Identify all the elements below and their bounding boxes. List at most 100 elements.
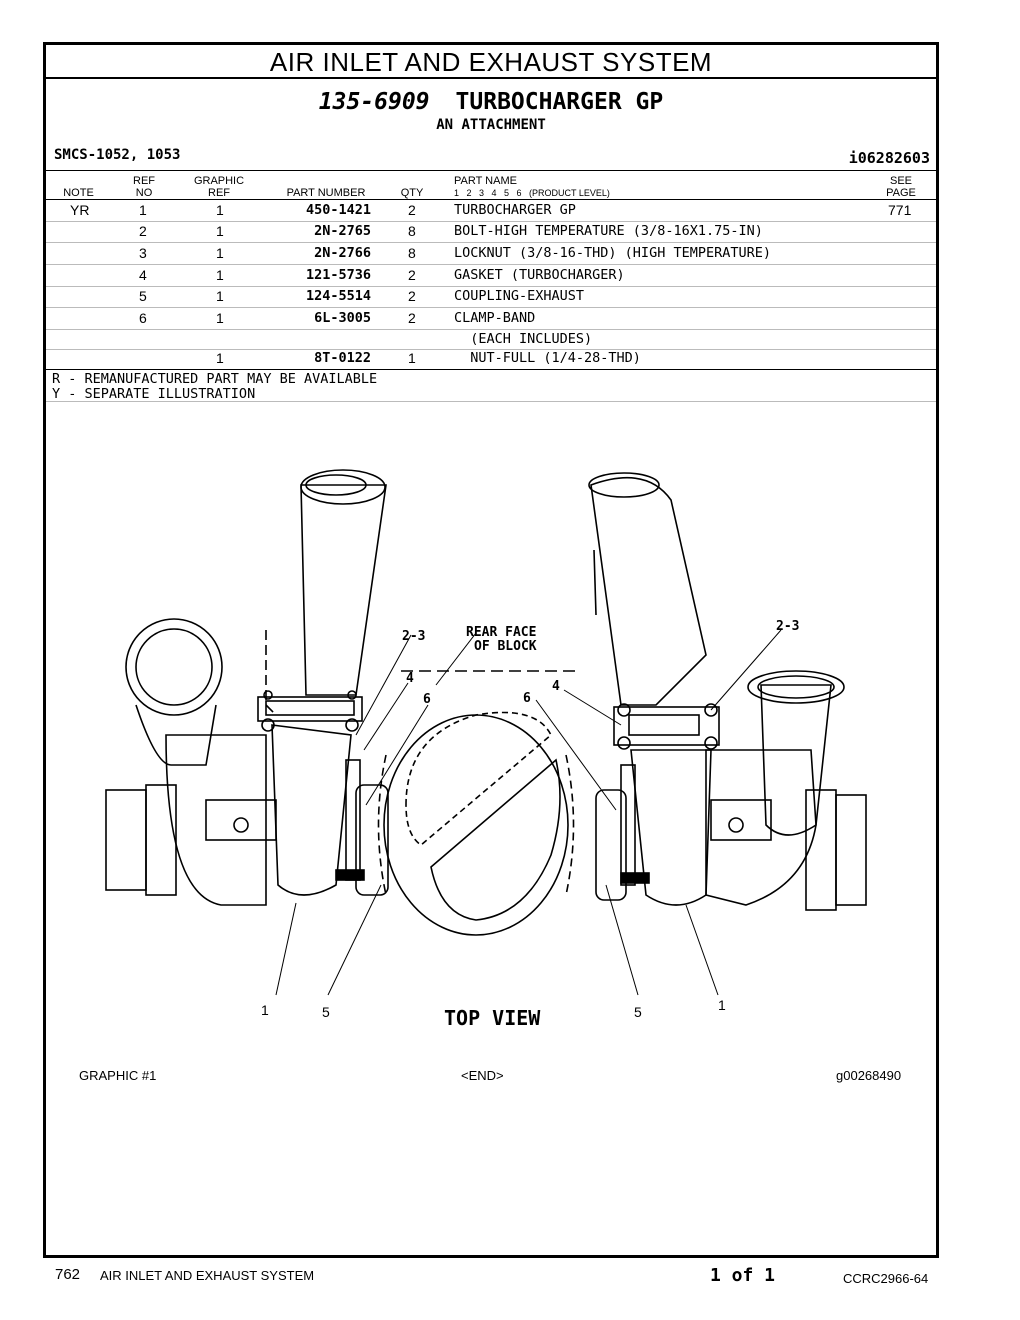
col-header-ref-no-line2: NO	[135, 187, 153, 199]
see-page-cell: 771	[888, 202, 912, 218]
graphic-ref-cell: 1	[216, 202, 224, 218]
ref-no-cell: 1	[139, 202, 147, 218]
leader-6-right	[535, 699, 617, 811]
right-elbow-pipe	[590, 477, 707, 706]
right-coupling	[595, 789, 627, 901]
footer-section: AIR INLET AND EXHAUST SYSTEM	[100, 1268, 315, 1283]
block-left-dash	[377, 754, 387, 896]
legend-separate-illustration: Y - SEPARATE ILLUSTRATION	[52, 386, 256, 402]
label-rear-face-line1: REAR FACE	[466, 625, 536, 640]
ref-no-cell: 6	[139, 310, 147, 326]
right-flange-inner	[628, 714, 700, 736]
left-compressor-band	[145, 784, 177, 896]
left-mount-hole	[233, 817, 249, 833]
callout-4-left: 4	[406, 671, 414, 686]
callout-2-3-right: 2-3	[776, 619, 799, 634]
callout-6-right: 6	[523, 691, 531, 706]
left-inlet-neck	[135, 704, 217, 766]
qty-cell: 8	[408, 223, 416, 239]
right-bolt-4	[704, 736, 718, 750]
col-header-product-level: 1 2 3 4 5 6 (PRODUCT LEVEL)	[454, 188, 610, 198]
row-rule	[46, 242, 936, 243]
left-compressor-outlet	[105, 789, 147, 891]
leader-2-3-left	[355, 634, 412, 736]
illustration-id: i06282603	[848, 149, 930, 167]
col-header-ref-no-line1: REF	[133, 175, 155, 187]
col-header-graphic-ref-line1: GRAPHIC	[193, 175, 245, 187]
qty-cell: 2	[408, 202, 416, 218]
part-name-cell: COUPLING-EXHAUST	[454, 288, 585, 304]
callout-5-right: 5	[634, 1004, 642, 1020]
graphic-ref-cell: 1	[216, 310, 224, 326]
doc-code: CCRC2966-64	[843, 1271, 929, 1286]
leader-4-left	[363, 682, 409, 751]
left-elbow-inner	[305, 474, 367, 496]
legend-remanufactured: R - REMANUFACTURED PART MAY BE AVAILABLE	[52, 371, 378, 387]
right-mount-arm	[710, 799, 772, 841]
ref-no-cell: 4	[139, 267, 147, 283]
left-mount-arm	[205, 799, 277, 841]
qty-cell: 2	[408, 310, 416, 326]
callout-5-left: 5	[322, 1004, 330, 1020]
part-number-cell: 2N-2766	[314, 245, 371, 261]
qty-cell: 2	[408, 288, 416, 304]
left-clamp	[345, 759, 361, 881]
turbocharger-illustration: 2-3 4 6 REAR FACE OF BLOCK 2-3 4 6 1 5 5…	[105, 469, 867, 1030]
right-elbow-opening	[588, 472, 660, 498]
row-rule	[46, 329, 936, 330]
leader-6-left	[365, 704, 429, 806]
part-number-cell: 8T-0122	[314, 350, 371, 366]
left-turbine-housing	[271, 724, 352, 896]
right-bolt-1	[617, 703, 631, 717]
page-of: 1 of 1	[710, 1265, 776, 1286]
rule	[46, 401, 936, 402]
callout-1-left: 1	[261, 1002, 269, 1018]
col-header-graphic-ref-line2: REF	[208, 187, 230, 199]
part-name-cell: BOLT-HIGH TEMPERATURE (3/8-16X1.75-IN)	[454, 223, 763, 239]
right-clamp-nut	[620, 872, 650, 884]
callout-6-left: 6	[423, 692, 431, 707]
left-coupling	[355, 784, 389, 896]
left-bolt-2	[345, 718, 359, 732]
right-compressor-band	[805, 789, 837, 911]
group-heading: 135-6909 TURBOCHARGER GP	[46, 89, 936, 115]
right-bolt-3	[617, 736, 631, 750]
graphic-ref-cell: 1	[216, 267, 224, 283]
section-title: AIR INLET AND EXHAUST SYSTEM	[46, 45, 936, 79]
left-bolt-3	[263, 690, 273, 700]
graphic-ref-cell: 1	[216, 288, 224, 304]
right-bolt-2	[704, 703, 718, 717]
col-header-qty: QTY	[400, 187, 424, 199]
right-compressor-inlet	[747, 670, 845, 704]
right-inlet-neck	[760, 684, 832, 836]
row-rule	[46, 307, 936, 308]
group-number: 135-6909	[318, 89, 430, 115]
leader-rear-face	[435, 632, 477, 686]
group-name: TURBOCHARGER GP	[455, 89, 664, 115]
qty-cell: 8	[408, 245, 416, 261]
part-number-cell: 6L-3005	[314, 310, 371, 326]
row-rule	[46, 286, 936, 287]
leader-4-right	[563, 689, 622, 726]
left-elbow-dash	[265, 630, 277, 716]
callout-4-right: 4	[552, 679, 560, 694]
leader-1-left	[275, 902, 297, 996]
part-name-cell: TURBOCHARGER GP	[454, 202, 576, 218]
page-number: 762	[55, 1266, 81, 1283]
part-name-cell: (EACH INCLUDES)	[454, 331, 593, 347]
left-flange-inner	[265, 700, 355, 716]
left-bolt-4	[347, 690, 357, 700]
ref-no-cell: 3	[139, 245, 147, 261]
col-header-graphic-ref: GRAPHIC REF	[188, 175, 250, 199]
qty-cell: 1	[408, 350, 416, 366]
col-header-part-name: PART NAME	[454, 175, 517, 187]
col-header-see-page: SEE PAGE	[876, 175, 926, 199]
leader-5-right	[605, 884, 639, 996]
right-mount-hole	[728, 817, 744, 833]
engine-block-outline	[383, 714, 569, 936]
right-compressor-housing	[705, 749, 817, 906]
col-header-part-number: PART NUMBER	[286, 187, 366, 199]
leader-5-left	[327, 884, 382, 996]
rule	[46, 170, 936, 171]
